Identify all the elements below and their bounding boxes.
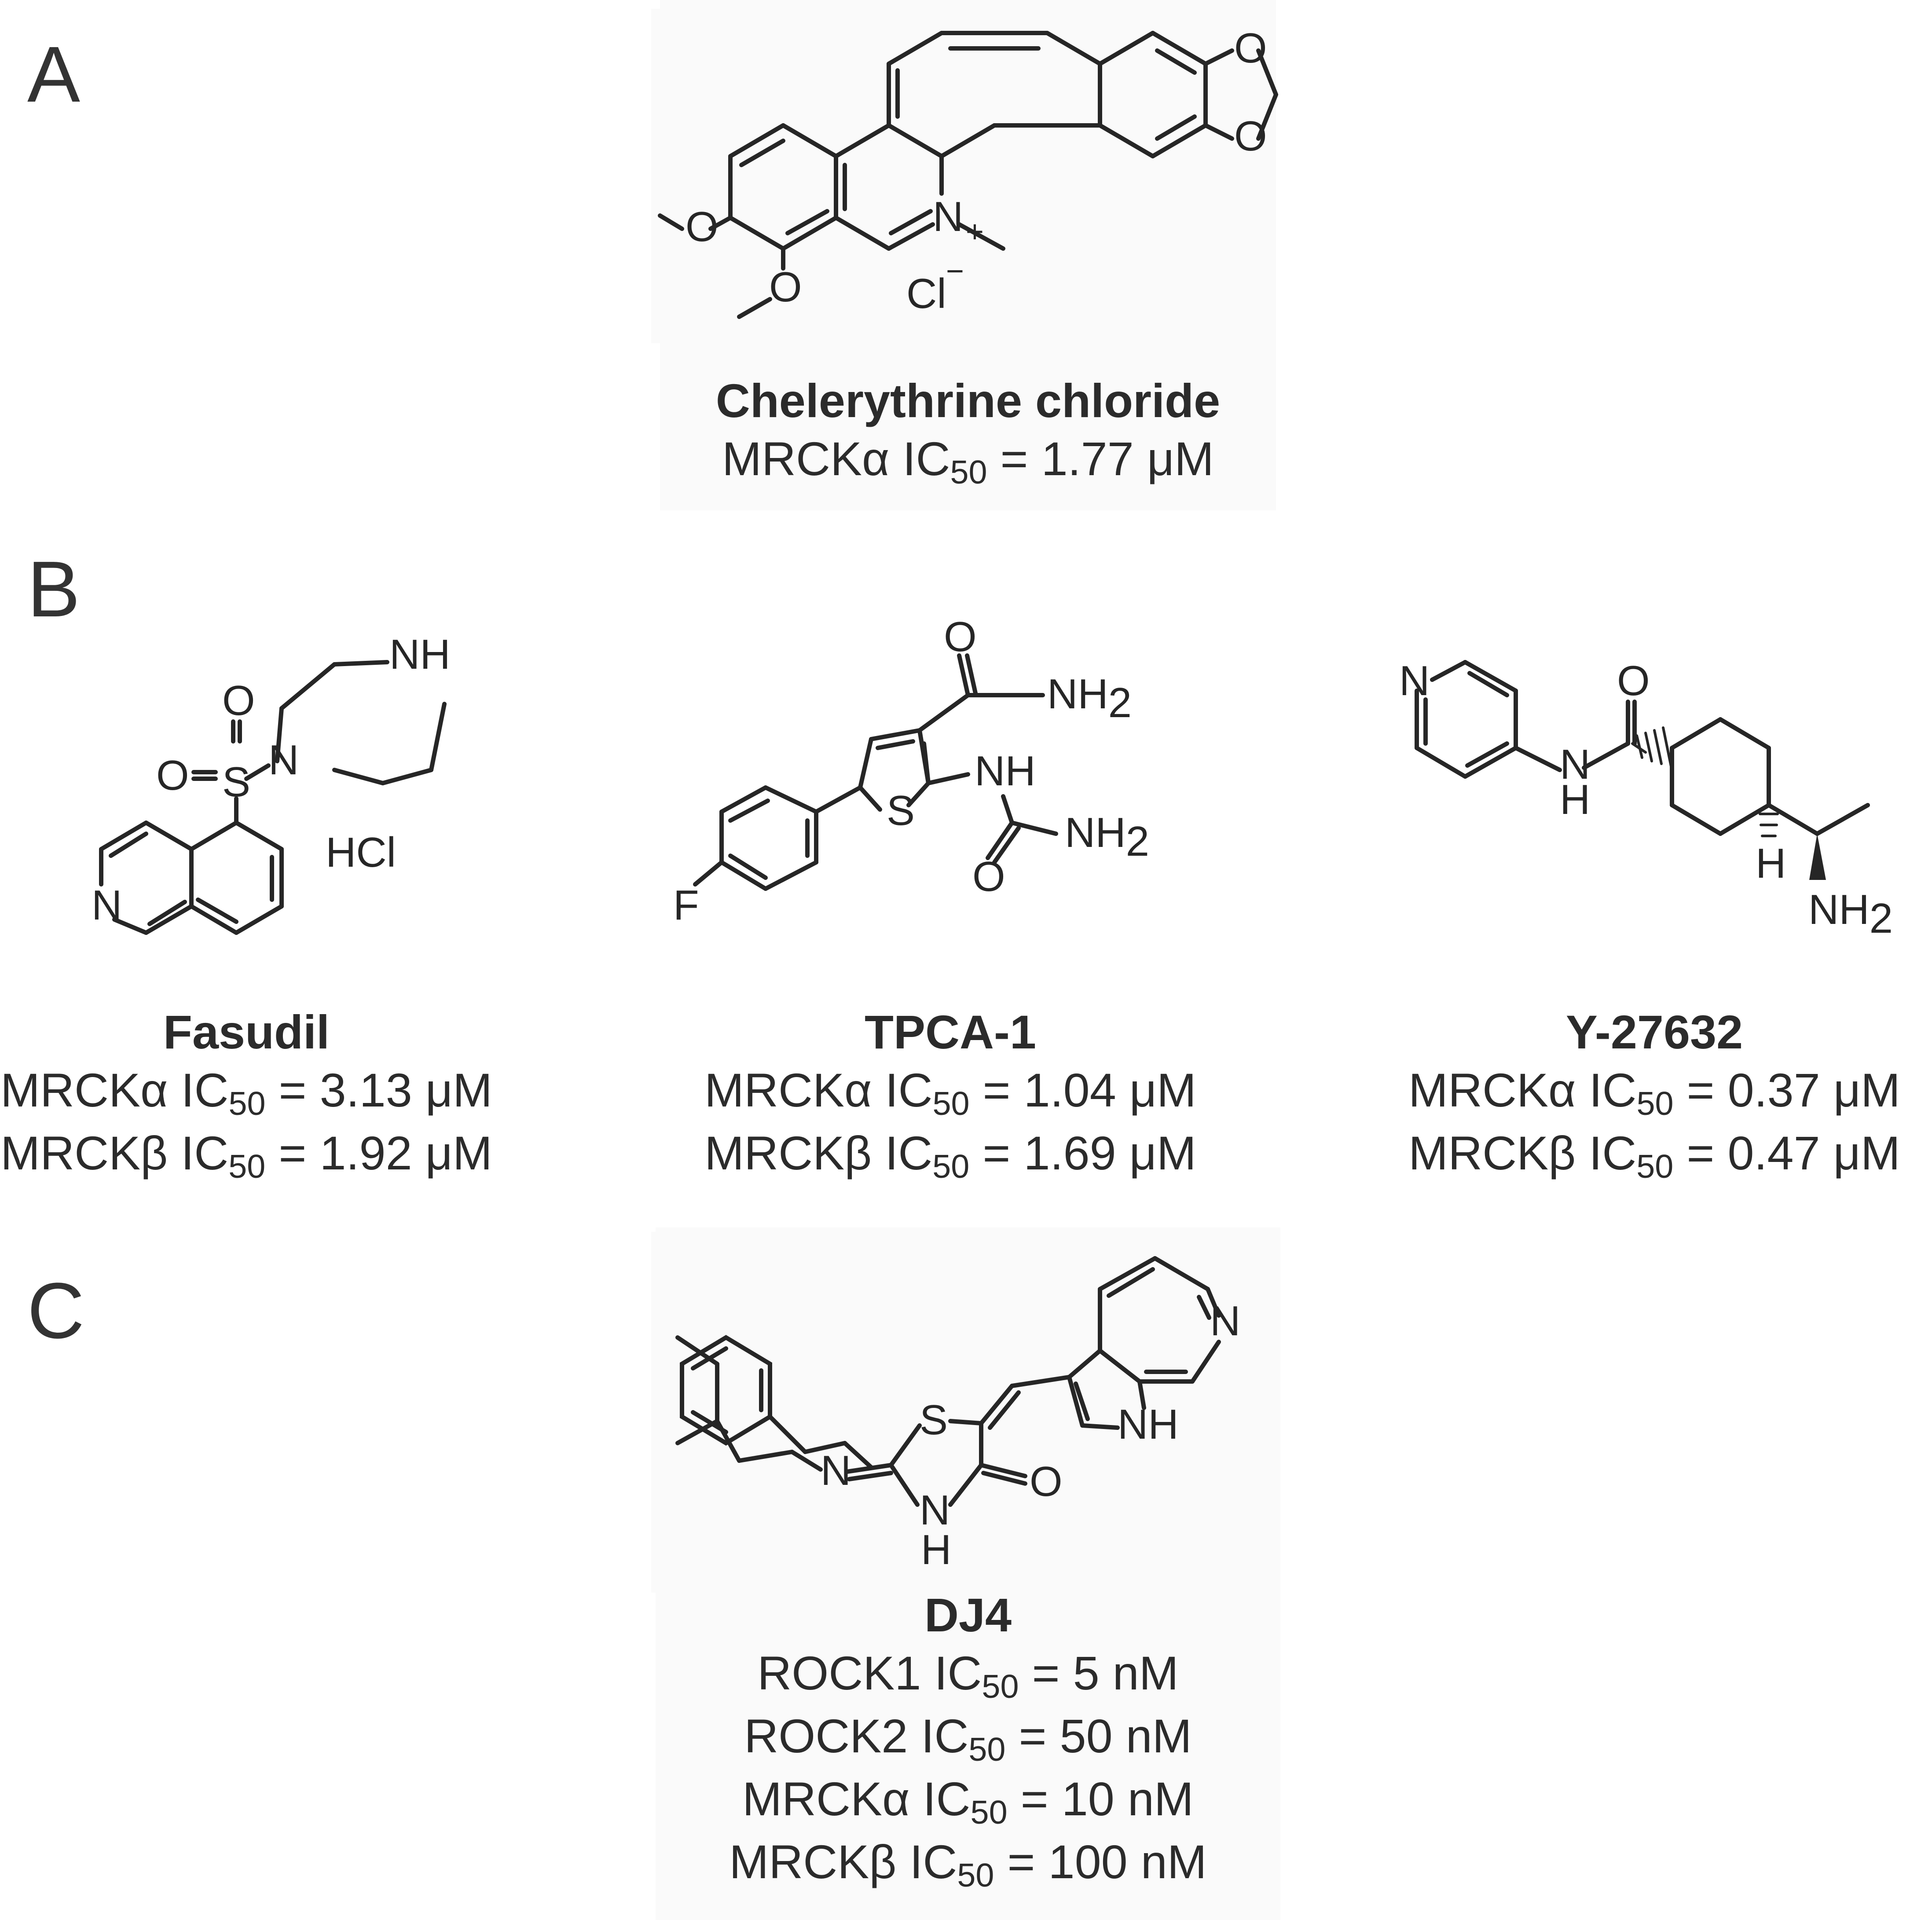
compound-name: DJ4 <box>924 1588 1012 1642</box>
tpca1-nh2-urea: NH2 <box>1065 809 1149 865</box>
dj4-h-ring: H <box>921 1526 951 1573</box>
dj4-labels: N NH S N O N H <box>651 1232 1276 1593</box>
chelerythrine-caption: Chelerythrine chloride MRCKα IC50 = 1.77… <box>616 372 1320 493</box>
y27632-h-ring: H <box>1756 840 1786 887</box>
fasudil-s: S <box>222 758 250 806</box>
tpca1-o-amide: O <box>944 613 977 660</box>
compound-name: Y-27632 <box>1565 1005 1743 1059</box>
dj4-nh: NH <box>1118 1401 1179 1448</box>
panel-label-a: A <box>27 30 81 119</box>
fasudil-n: N <box>268 736 299 784</box>
fasudil-caption: Fasudil MRCKα IC50 = 3.13 μM MRCKβ IC50 … <box>0 1003 493 1187</box>
y27632-n: N <box>1560 741 1590 788</box>
tpca1-s: S <box>887 787 915 834</box>
ic50-line: MRCKα IC50 = 10 nM <box>742 1772 1194 1831</box>
y27632-o: O <box>1617 657 1650 704</box>
chelerythrine-skeleton: O O O O N + Cl − <box>651 9 1278 343</box>
ic50-line: MRCKβ IC50 = 1.92 μM <box>0 1126 492 1185</box>
fasudil-structure: NH N S O O HCl N <box>44 616 528 1012</box>
dj4-s: S <box>920 1396 948 1444</box>
panel-label-c: C <box>27 1267 84 1355</box>
compound-name: Chelerythrine chloride <box>715 374 1221 427</box>
chel-o-lower: O <box>769 264 802 311</box>
y27632-caption: Y-27632 MRCKα IC50 = 0.37 μM MRCKβ IC50 … <box>1382 1003 1927 1187</box>
tpca1-nh: NH <box>975 747 1036 795</box>
chel-n: N <box>933 193 963 240</box>
y27632-nh2: NH2 <box>1808 886 1893 942</box>
chel-plus: + <box>966 214 984 249</box>
ic50-line: MRCKα IC50 = 3.13 μM <box>0 1063 493 1122</box>
panel-label-b: B <box>27 545 81 634</box>
chel-o-top: O <box>1234 25 1267 72</box>
chel-o-bottom: O <box>1234 113 1267 160</box>
ic50-line: MRCKβ IC50 = 0.47 μM <box>1408 1126 1900 1185</box>
fasudil-o-top: O <box>222 677 255 724</box>
chel-minus: − <box>946 254 964 288</box>
compound-name: Fasudil <box>163 1005 330 1059</box>
y27632-n-pyridine: N <box>1399 657 1430 704</box>
fasudil-o-left: O <box>156 752 189 799</box>
y27632-structure: N O N H H NH2 <box>1364 616 1932 1003</box>
ic50-line: ROCK2 IC50 = 50 nM <box>744 1709 1192 1768</box>
fasudil-nh: NH <box>389 631 451 678</box>
fasudil-hcl: HCl <box>326 829 396 876</box>
dj4-n-ring: N <box>920 1487 950 1534</box>
ic50-line: MRCKβ IC50 = 1.69 μM <box>704 1126 1196 1185</box>
ic50-line: MRCKα IC50 = 1.77 μM <box>722 432 1214 491</box>
ic50-line: MRCKβ IC50 = 100 nM <box>729 1835 1207 1894</box>
dj4-n-pyridine: N <box>1210 1297 1240 1345</box>
tpca1-structure: O NH2 NH S NH2 O F <box>660 613 1276 994</box>
tpca1-caption: TPCA-1 MRCKα IC50 = 1.04 μM MRCKβ IC50 =… <box>678 1003 1223 1187</box>
ic50-line: ROCK1 IC50 = 5 nM <box>757 1646 1179 1705</box>
dj4-n-imine: N <box>821 1447 851 1494</box>
dj4-caption: DJ4 ROCK1 IC50 = 5 nM ROCK2 IC50 = 50 nM… <box>616 1586 1320 1896</box>
dj4-o: O <box>1030 1458 1063 1505</box>
chel-cl: Cl <box>906 270 946 317</box>
ic50-line: MRCKα IC50 = 0.37 μM <box>1408 1063 1901 1122</box>
tpca1-f: F <box>673 882 699 929</box>
y27632-h-amide: H <box>1560 776 1590 823</box>
compound-name: TPCA-1 <box>864 1005 1037 1059</box>
tpca1-o-urea: O <box>972 853 1005 900</box>
ic50-line: MRCKα IC50 = 1.04 μM <box>704 1063 1197 1122</box>
fasudil-n-pyridine: N <box>92 882 122 929</box>
tpca1-nh2-amide: NH2 <box>1047 671 1132 726</box>
dj4-structure <box>651 1232 1276 1593</box>
chel-o-left: O <box>686 203 719 250</box>
